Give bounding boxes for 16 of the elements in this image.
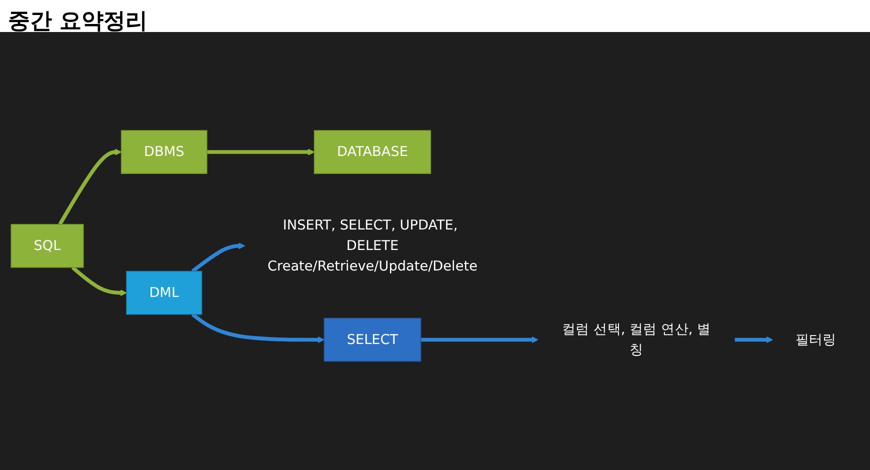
arrow: [71, 266, 127, 296]
node-text: INSERT, SELECT, UPDATE, DELETE Create/Retrieve/Update/Delete: [268, 218, 478, 274]
node-text: 컬럼 선택, 컬럼 연산, 별칭: [562, 322, 711, 358]
node-box: DATABASE: [314, 130, 432, 174]
node-box: DML: [126, 270, 202, 315]
arrow: [206, 148, 315, 156]
arrow: [191, 312, 324, 344]
arrow: [191, 242, 246, 273]
title: 중간 요약정리: [7, 8, 149, 32]
arrow: [58, 148, 122, 226]
node-text: 필터링: [795, 332, 836, 348]
node-box: SQL: [10, 224, 84, 268]
arrow: [734, 336, 773, 344]
arrow: [420, 336, 538, 344]
node-box: SELECT: [324, 318, 422, 362]
node-box: DBMS: [120, 130, 208, 174]
